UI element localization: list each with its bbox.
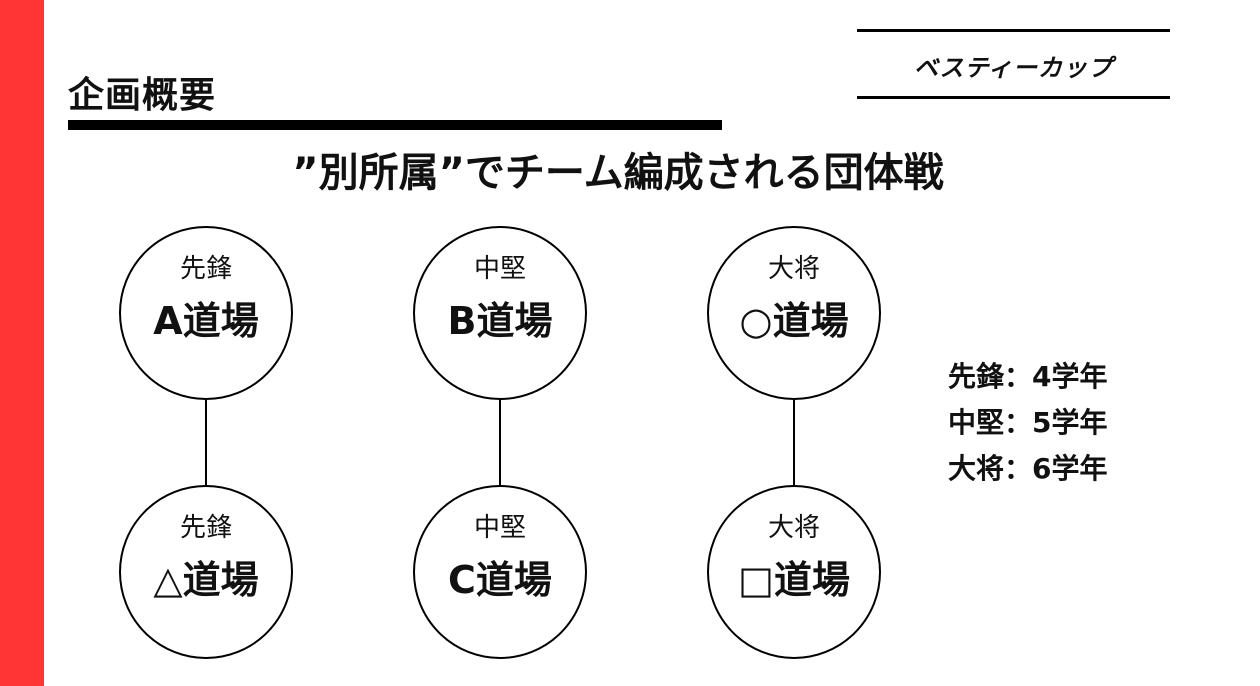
logo-bottom-rule (857, 96, 1170, 99)
position-label: 中堅 (473, 254, 526, 284)
dojo-name: C道場 (448, 558, 552, 602)
accent-bar (0, 0, 44, 686)
subtitle-text: ”別所属”でチーム編成される団体戦 (292, 150, 944, 196)
subtitle: ”別所属”でチーム編成される団体戦 (0, 140, 1260, 198)
dojo-name: △道場 (153, 558, 259, 602)
position-label: 先鋒 (179, 513, 232, 543)
dojo-name: ○道場 (739, 299, 849, 343)
title-underline (68, 120, 722, 130)
legend-item: 中堅：5学年 (948, 406, 1108, 439)
dojo-name: B道場 (447, 299, 553, 343)
legend-item: 大将：6学年 (948, 452, 1108, 485)
connector-line (499, 400, 501, 486)
logo-top-rule (857, 29, 1170, 32)
position-label: 大将 (767, 254, 820, 284)
dojo-name: A道場 (153, 299, 259, 343)
team-node: 大将 ○道場 (707, 226, 881, 400)
position-label: 大将 (767, 513, 820, 543)
position-label: 先鋒 (179, 254, 232, 284)
team-node: 中堅 C道場 (413, 485, 587, 659)
team-node: 先鋒 A道場 (119, 226, 293, 400)
page-title: 企画概要 (68, 75, 217, 116)
team-node: 中堅 B道場 (413, 226, 587, 400)
team-node: 大将 □道場 (707, 485, 881, 659)
connector-line (205, 400, 207, 486)
grade-legend: 先鋒：4学年 中堅：5学年 大将：6学年 (948, 354, 1107, 492)
logo: ベスティーカップ (913, 54, 1114, 82)
position-label: 中堅 (473, 513, 526, 543)
connector-line (793, 400, 795, 486)
legend-item: 先鋒：4学年 (948, 360, 1108, 393)
team-node: 先鋒 △道場 (119, 485, 293, 659)
dojo-name: □道場 (738, 558, 850, 602)
